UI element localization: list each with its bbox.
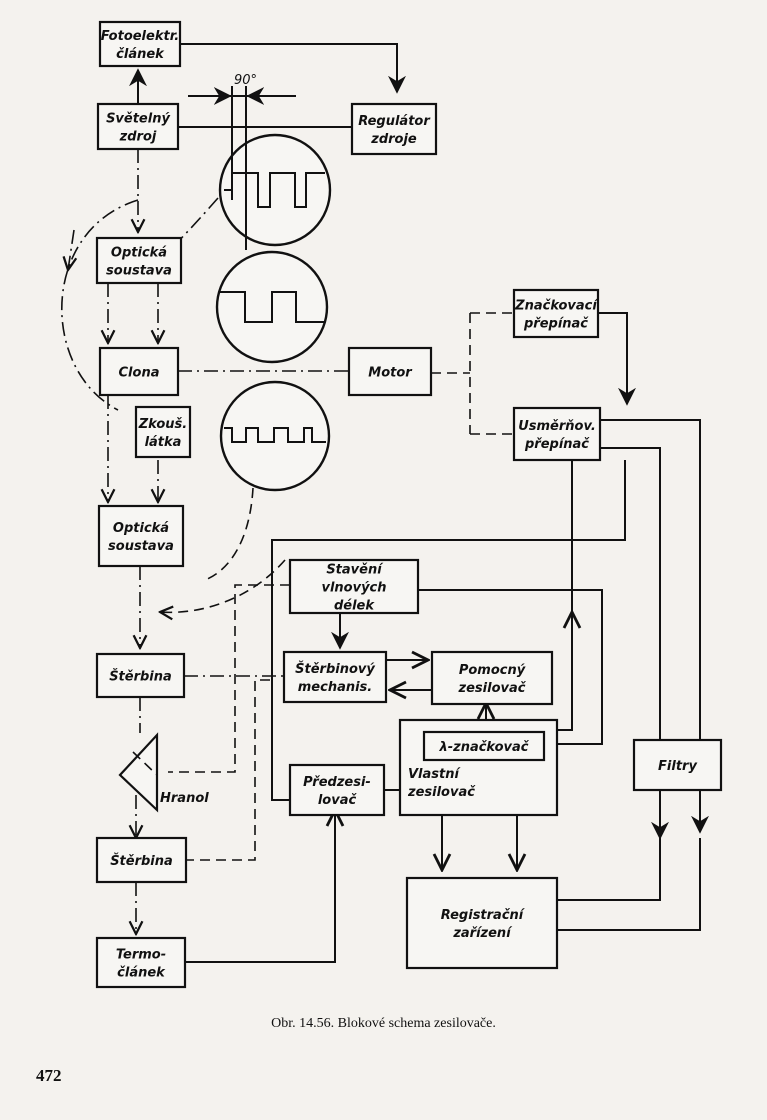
block-pomocny: Pomocný zesilovač [430,650,554,706]
dash-sterbinovy-sterbina2 [186,679,270,861]
block-znackovaci-line-0: Značkovací [514,299,599,314]
angle-indicator: 90° [188,73,296,120]
block-regulator: Regulátor zdroje [350,102,438,156]
block-znackovaci: Značkovací přepínač [512,288,599,339]
block-registracni-line-1: zařízení [452,926,513,941]
block-zkous-line-1: látka [145,435,182,450]
block-staveni-line-0: Stavění [326,563,384,578]
dash-staveni-hranol [168,584,290,773]
block-motor-line-0: Motor [368,366,413,381]
block-fotoelektr-line-1: článek [116,47,165,62]
block-termoclanek-line-1: článek [117,966,166,981]
block-staveni-line-2: délek [334,599,375,614]
block-staveni: Stavění vlnových délek [288,558,420,615]
block-predzesilovac-line-0: Předzesi- [303,775,371,790]
block-predzesilovac-line-1: lovač [318,793,358,808]
wire-loop-registr [557,838,701,931]
block-vlastni-line-0: Vlastní [408,767,461,782]
block-motor: Motor [347,346,433,397]
block-svetelny-line-1: zdroj [119,130,157,145]
block-predzesilovac: Předzesi-lovač [288,763,386,817]
block-sterbinovy: Štěrbinový mechanis. [282,650,388,704]
block-clona-line-0: Clona [119,366,160,381]
block-sterbina1-line-0: Štěrbina [109,669,172,685]
block-regulator-line-0: Regulátor [358,114,431,129]
block-zkous: Zkouš. látka [134,405,192,459]
page-number: 472 [36,1066,62,1085]
wire-filtry-registr-b [557,838,661,901]
block-opticka2-line-1: soustava [108,539,174,554]
block-filtry-line-0: Filtry [658,759,697,774]
block-sterbina2-line-0: Štěrbina [110,853,173,869]
block-zkous-line-0: Zkouš. [138,417,187,432]
chopper-to-slit [204,487,254,581]
block-usmernov-line-0: Usměrňov. [518,419,596,434]
block-pomocny-line-1: zesilovač [458,681,527,696]
wire-znackovaci-usmernov [598,312,636,406]
block-termoclanek: Termo-článek [95,936,187,989]
block-staveni-line-1: vlnových [321,581,386,596]
wire-usmernov-loop [600,419,709,834]
block-fotoelektr: Fotoelektr. článek [98,20,182,68]
block-fotoelektr-line-0: Fotoelektr. [101,29,179,44]
block-sterbina2: Štěrbina [95,836,188,884]
wire-fotoelektr-regulator [180,43,406,94]
block-usmernov: Usměrňov. přepínač [512,406,602,462]
figure-caption: Obr. 14.56. Blokové schema zesilovače. [271,1016,496,1031]
block-opticka1: Optická soustava [95,236,183,285]
block-lambda-line-0: λ-značkovač [439,740,530,755]
block-clona: Clona [98,346,180,397]
block-svetelny: Světelný zdroj [96,102,180,151]
block-opticka1-line-0: Optická [111,246,167,261]
block-usmernov-line-1: přepínač [524,437,590,452]
block-sterbina1: Štěrbina [95,652,186,699]
wire-staveni-right [418,589,603,745]
optical-loop-arrow [68,229,74,270]
block-registracni: Registrační zařízení [405,876,559,970]
block-termoclanek-line-0: Termo- [116,948,166,963]
block-registracni-line-0: Registrační [441,908,526,923]
wire-termo-predzes [185,810,335,963]
chopper-disc-2 [215,250,329,364]
block-pomocny-line-0: Pomocný [459,663,526,678]
wire-motor-switches [431,312,514,435]
block-sterbinovy-line-0: Štěrbinový [295,661,375,677]
wire-usmernov-left [271,460,626,801]
block-opticka2: Optická soustava [97,504,185,568]
optical-loop [60,199,139,411]
block-lambda: λ-značkovač [422,730,546,762]
hranol-label: Hranol [160,791,209,806]
angle-label: 90° [234,73,257,88]
block-filtry: Filtry [632,738,723,792]
block-opticka1-line-1: soustava [106,264,172,279]
prism-hranol: Hranol [118,732,209,813]
connections [60,43,709,963]
block-opticka2-line-0: Optická [113,521,169,536]
chopper-disc-3 [219,380,331,492]
block-vlastni-line-1: zesilovač [407,785,476,800]
chopper-disc-1 [218,133,332,247]
wire-usmernov-filtry [600,447,661,740]
block-svetelny-line-0: Světelný [106,112,170,127]
block-regulator-line-1: zdroje [370,132,417,147]
block-sterbinovy-line-1: mechanis. [298,680,372,695]
block-znackovaci-line-1: přepínač [523,317,589,332]
blocks: Fotoelektr.článekSvětelnýzdrojRegulátorz… [95,20,723,989]
